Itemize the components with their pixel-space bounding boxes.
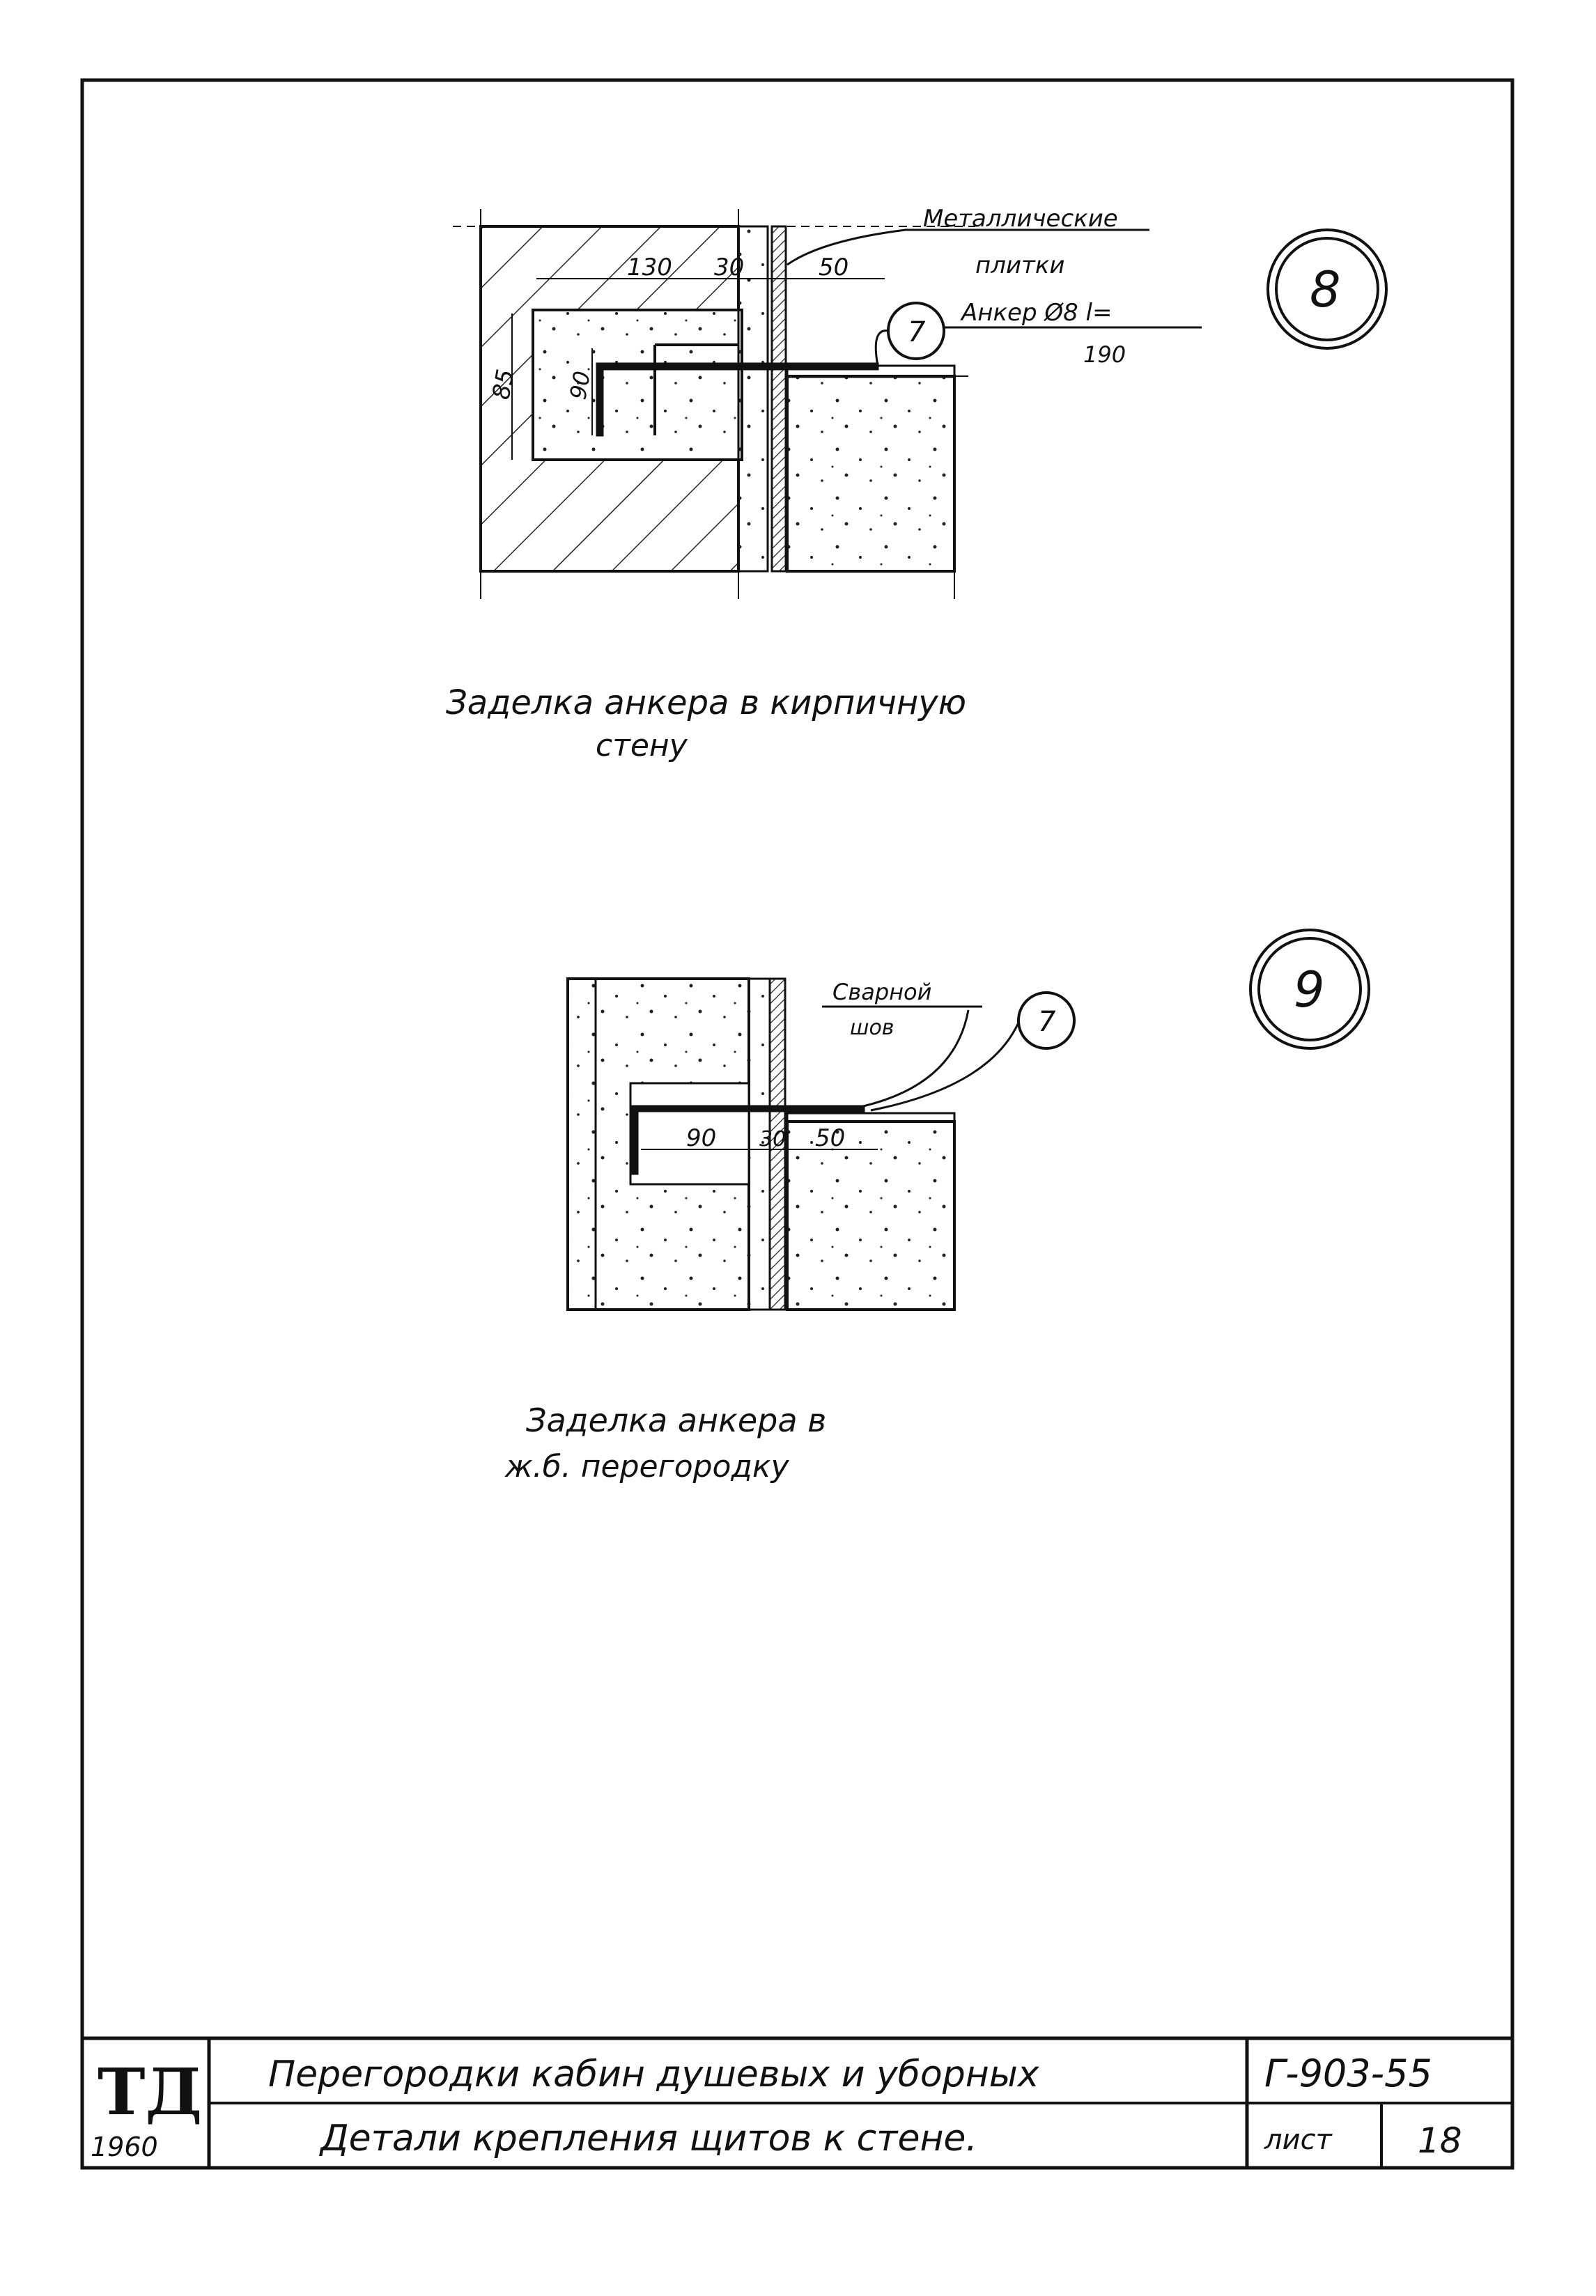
- document-code: Г-903-55: [1264, 2051, 1432, 2095]
- callout-7-circle-9: [1017, 991, 1076, 1050]
- caption-9-line2: ж.б. перегородку: [504, 1449, 789, 1484]
- callout-7-number-9: 7: [1038, 1006, 1056, 1038]
- label-weld-line1: Сварной: [832, 979, 931, 1005]
- plaster-layer: [737, 225, 769, 573]
- caption-9-line1: Заделка анкера в: [526, 1402, 826, 1439]
- detail-8-marker: [1275, 237, 1379, 341]
- dim-8-50: 50: [819, 254, 849, 281]
- title-block: ТД 1960 Перегородки кабин душевых и убор…: [82, 2036, 1512, 2168]
- title-line2: Детали крепления щитов к стене.: [319, 2118, 977, 2159]
- callout-7-number: 7: [908, 316, 926, 348]
- detail-9: 90 30 50 Сварной шов 7 9 Заделка анкера …: [504, 929, 1370, 1484]
- dim-8-130: 130: [627, 254, 672, 281]
- year: 1960: [91, 2132, 158, 2162]
- sheet-label: лист: [1264, 2124, 1333, 2156]
- caption-8-line1: Заделка анкера в кирпичную: [446, 683, 966, 722]
- dim-9-30: 30: [759, 1127, 786, 1151]
- anchor-pocket: [532, 309, 743, 461]
- partition-panel: [786, 375, 956, 573]
- dim-8-85: 85: [487, 367, 520, 402]
- label-weld-line2: шов: [850, 1016, 894, 1040]
- dim-8-90: 90: [564, 369, 595, 402]
- dim-9-90: 90: [686, 1124, 716, 1152]
- sheet-frame: [80, 78, 1514, 2170]
- dim-8-30: 30: [714, 254, 744, 281]
- dim-9-50: 50: [815, 1124, 845, 1152]
- sheet-number: 18: [1418, 2120, 1462, 2161]
- label-tiles-line1: Металлические: [923, 205, 1118, 233]
- title-line1: Перегородки кабин душевых и уборных: [268, 2054, 1040, 2095]
- detail-9-marker-number: 9: [1294, 961, 1325, 1018]
- metal-tiles-9: [768, 977, 787, 1311]
- detail-8-marker-number: 8: [1310, 261, 1341, 318]
- anchor-plate: [786, 364, 956, 378]
- detail-9-marker: [1257, 937, 1362, 1041]
- caption-8-line2: стену: [596, 728, 688, 763]
- partition-panel-9: [786, 1120, 956, 1311]
- label-anchor-length: 190: [1083, 341, 1126, 368]
- detail-8: 130 30 50 85 90 Металлические плитки 7 А…: [446, 205, 1388, 763]
- logo-td: ТД: [98, 2054, 202, 2130]
- label-tiles-line2: плитки: [975, 251, 1065, 279]
- label-anchor: Анкер Ø8 l=: [960, 299, 1112, 327]
